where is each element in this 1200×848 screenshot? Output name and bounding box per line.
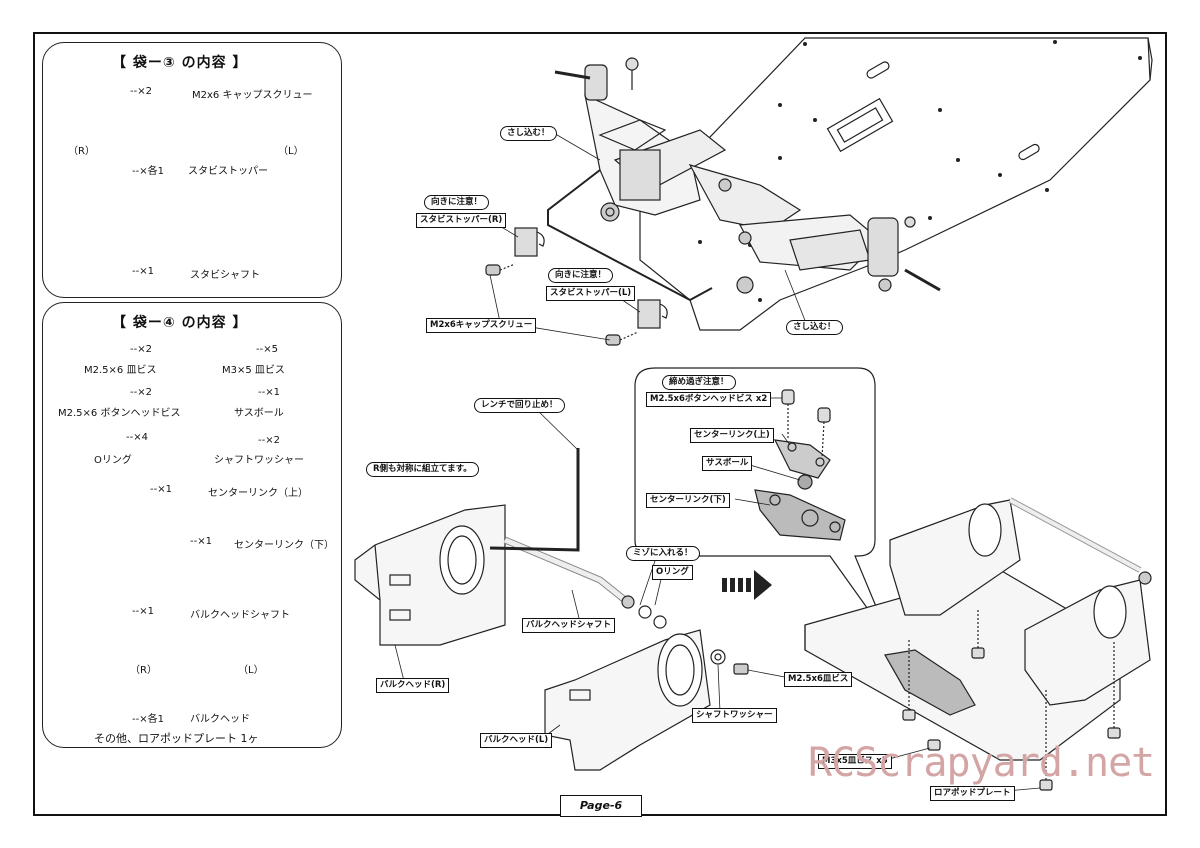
callout-m3-flat: M3x5皿ビス x5 (818, 754, 892, 769)
callout-center-upper: センターリンク(上) (690, 428, 774, 443)
callout-bulkhead-shaft: バルクヘッドシャフト (522, 618, 616, 633)
bag4-name-4: Oリング (94, 455, 132, 466)
bag3-panel (42, 42, 342, 298)
bag4-qty-1: --×5 (256, 344, 278, 355)
stabilizer-stopper-drawing (485, 227, 668, 346)
callout-insert-bottom: さし込む！ (786, 320, 843, 335)
bag4-name-0: M2.5×6 皿ビス (84, 365, 157, 376)
bag4-qty-9: --×各1 (132, 714, 164, 725)
callout-insert-top: さし込む！ (500, 126, 557, 141)
page-number: Page-6 (560, 795, 642, 817)
callout-sus-ball: サスボール (702, 456, 753, 471)
bag4-title: 【 袋ー④ の内容 】 (112, 315, 248, 331)
callout-m25-button: M2.5x6ボタンヘッドビス x2 (646, 392, 772, 407)
bag4-qty-6: --×1 (150, 484, 172, 495)
bag4-name-3: サスボール (234, 408, 284, 419)
bag4-name-9: バルクヘッド (190, 714, 250, 725)
callout-stopper-l: スタビストッパー(L) (546, 286, 636, 301)
bag4-qty-5: --×2 (258, 435, 280, 446)
callout-r-side: R側も対称に組立てます。 (366, 462, 479, 477)
bag3-right-tag: （L） (278, 146, 304, 157)
bag3-qty-1: --×各1 (132, 166, 164, 177)
bag4-name-7: センターリンク（下） (234, 540, 334, 551)
bag3-name-2: スタビシャフト (190, 270, 260, 281)
bag3-qty-0: --×2 (130, 86, 152, 97)
callout-orientation-1: 向きに注意！ (424, 195, 490, 210)
bag4-panel (42, 302, 342, 748)
bag4-qty-4: --×4 (126, 432, 148, 443)
bulkhead-assembly-drawing (354, 448, 749, 771)
bag4-footer: その他、ロアポッドプレート 1ヶ (94, 732, 259, 745)
bag3-name-1: スタビストッパー (188, 166, 268, 177)
callout-bulkhead-l: バルクヘッド(L) (480, 733, 553, 748)
bag4-name-5: シャフトワッシャー (214, 455, 304, 466)
bag3-left-tag: （R） (68, 146, 95, 157)
callout-m25-flat: M2.5x6皿ビス (784, 672, 853, 687)
callout-center-lower: センターリンク(下) (646, 493, 730, 508)
bag3-qty-2: --×1 (132, 266, 154, 277)
callout-overtighten: 締め過ぎ注意！ (662, 375, 736, 390)
callout-lower-pod: ロアポッドプレート (930, 786, 1015, 801)
bag4-name-2: M2.5×6 ボタンヘッドビス (58, 408, 181, 419)
bag4-qty-3: --×1 (258, 387, 280, 398)
bag4-qty-2: --×2 (130, 387, 152, 398)
watermark-text: RCScrapyard.net (808, 740, 1155, 786)
bag4-name-8: バルクヘッドシャフト (190, 610, 290, 621)
bag3-title: 【 袋ー③ の内容 】 (112, 55, 248, 71)
bag4-name-6: センターリンク（上） (208, 488, 308, 499)
callout-shaft-washer: シャフトワッシャー (692, 708, 777, 723)
bag4-qty-0: --×2 (130, 344, 152, 355)
callout-groove: ミゾに入れる！ (626, 546, 700, 561)
bag3-name-0: M2x6 キャップスクリュー (192, 90, 313, 101)
direction-arrow (722, 570, 772, 600)
bag4-qty-8: --×1 (132, 606, 154, 617)
bag4-name-1: M3×5 皿ビス (222, 365, 285, 376)
bag4-qty-7: --×1 (190, 536, 212, 547)
bag4-left-tag: （R） (130, 665, 157, 676)
callout-orientation-2: 向きに注意！ (548, 268, 614, 283)
lower-pod-drawing (804, 497, 1152, 791)
callout-cap-screw: M2x6キャップスクリュー (426, 318, 537, 333)
callout-o-ring: Oリング (652, 565, 693, 580)
callout-bulkhead-r: バルクヘッド(R) (376, 678, 450, 693)
front-suspension-drawing (547, 57, 941, 302)
bag4-right-tag: （L） (238, 665, 264, 676)
callout-wrench-stop: レンチで回り止め！ (474, 398, 565, 413)
callout-stopper-r: スタビストッパー(R) (416, 213, 507, 228)
